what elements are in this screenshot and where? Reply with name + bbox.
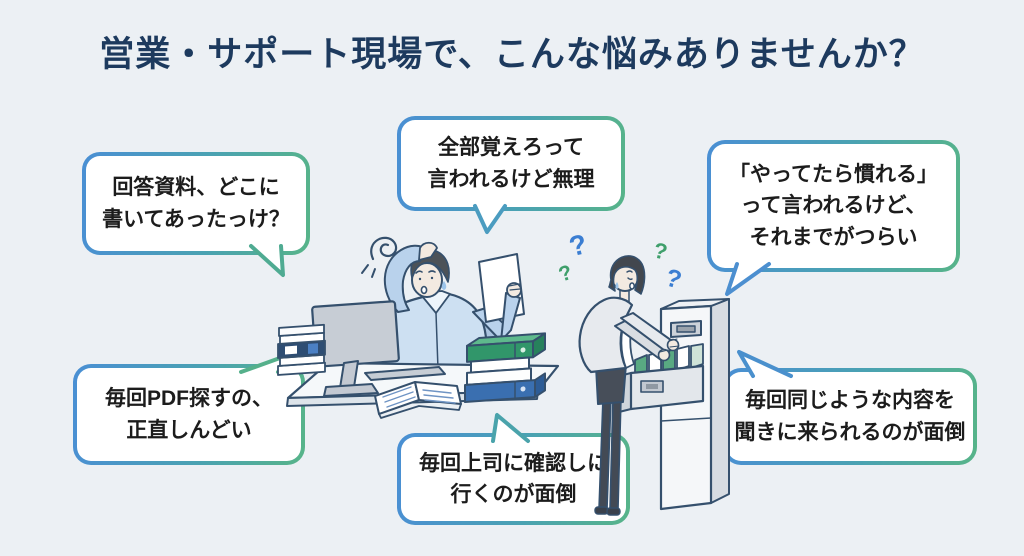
bubble-text-line: って言われるけど、 bbox=[740, 194, 927, 218]
bubble-text-line: 聞きに来られるのが面倒 bbox=[734, 420, 966, 444]
bubble-text-line: 毎回PDF探すの、 bbox=[105, 387, 273, 410]
page-title: 営業・サポート現場で、こんな悩みありませんか？ bbox=[99, 35, 925, 74]
bubble-body: 回答資料、どこに 書いてあったっけ？ bbox=[86, 156, 306, 251]
bubble-body: 毎回PDF探すの、 正直しんどい bbox=[77, 368, 301, 461]
shoe bbox=[594, 506, 609, 515]
speech-bubble-get-used-to-it: 「やってたら慣れる」 って言われるけど、 それまでがつらい bbox=[707, 140, 960, 296]
forearm bbox=[500, 292, 521, 342]
bubble-body: 「やってたら慣れる」 って言われるけど、 それまでがつらい bbox=[711, 144, 956, 268]
bubble-text-line: 全部覚えろって bbox=[438, 136, 584, 159]
bubble-text-line: 回答資料、どこに bbox=[112, 176, 280, 199]
bubble-text-line: 書いてあったっけ？ bbox=[102, 207, 290, 231]
bubble-body: 毎回同じような内容を 聞きに来られるのが面倒 bbox=[727, 372, 973, 461]
bubble-tail bbox=[737, 350, 793, 378]
bubble-tail bbox=[725, 262, 771, 296]
speech-bubble-confirm-with-boss: 毎回上司に確認しに 行くのが面倒 bbox=[397, 413, 630, 525]
svg-text:?: ? bbox=[651, 237, 669, 264]
office-illustration: ? ? ? ? bbox=[277, 228, 730, 516]
sweat-drop-icon bbox=[615, 282, 619, 289]
bubble-text-line: 毎回同じような内容を bbox=[745, 389, 955, 412]
bubble-tail bbox=[249, 244, 285, 277]
frustration-scribble-icon bbox=[361, 236, 398, 278]
bubble-text-line: それまでがつらい bbox=[749, 225, 918, 249]
bubble-text-line: 言われるけど無理 bbox=[427, 167, 595, 191]
book-stack-left bbox=[277, 323, 326, 376]
speech-bubble-same-questions: 毎回同じような内容を 聞きに来られるのが面倒 bbox=[723, 350, 977, 465]
bubble-text-line: 正直しんどい bbox=[126, 418, 252, 442]
speech-bubble-answer-docs: 回答資料、どこに 書いてあったっけ？ bbox=[82, 152, 310, 277]
drawer-handle bbox=[676, 325, 696, 333]
worried-mouth bbox=[420, 285, 428, 295]
speech-bubble-pdf-search: 毎回PDF探すの、 正直しんどい bbox=[73, 352, 305, 465]
svg-text:?: ? bbox=[566, 228, 590, 262]
speech-bubble-memorize-everything: 全部覚えろって 言われるけど無理 bbox=[397, 116, 625, 234]
hand-on-head bbox=[418, 241, 438, 261]
binder-stack bbox=[464, 332, 546, 404]
open-book bbox=[374, 381, 462, 419]
bubble-tail bbox=[491, 413, 530, 443]
leg bbox=[609, 397, 622, 510]
sweat-drop-icon bbox=[441, 281, 447, 290]
bubble-text-line: 行くのが面倒 bbox=[450, 483, 577, 506]
bubble-text-line: 「やってたら慣れる」 bbox=[729, 162, 938, 186]
bubble-text-line: 毎回上司に確認しに bbox=[419, 451, 608, 475]
worried-mouth bbox=[629, 282, 635, 290]
bubble-tail bbox=[473, 204, 507, 234]
svg-text:?: ? bbox=[662, 263, 684, 294]
keyboard bbox=[364, 366, 446, 381]
monitor bbox=[311, 300, 400, 397]
leg bbox=[598, 397, 612, 510]
bubble-body: 全部覚えろって 言われるけど無理 bbox=[401, 120, 621, 207]
woman-illustration bbox=[578, 255, 680, 516]
woman-hair bbox=[608, 255, 646, 295]
shoe bbox=[606, 507, 621, 516]
bubble-body: 毎回上司に確認しに 行くのが面倒 bbox=[401, 437, 626, 521]
svg-text:?: ? bbox=[556, 261, 575, 287]
